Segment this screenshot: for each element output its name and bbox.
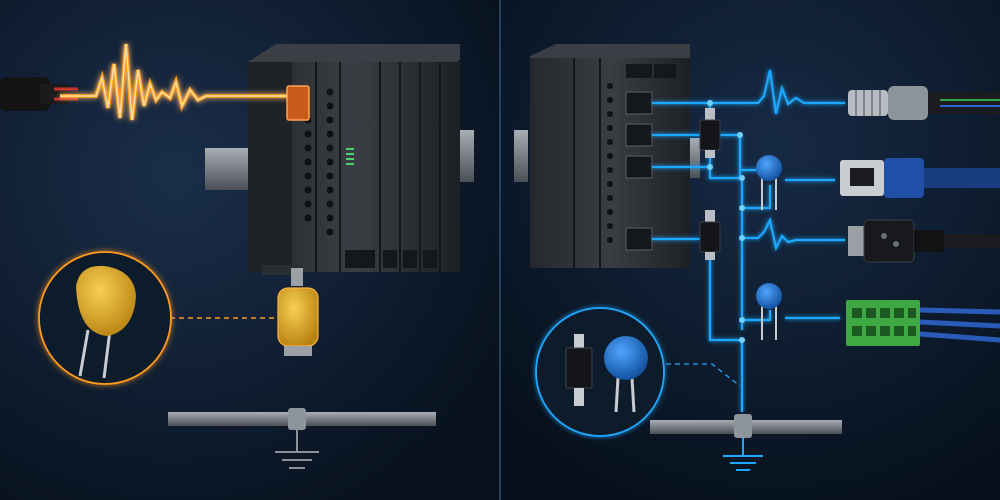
junction-dots — [707, 100, 745, 343]
m12-circular-connector — [848, 86, 1000, 120]
green-terminal-block — [846, 300, 1000, 346]
ground-bar — [650, 414, 842, 438]
ground-symbol-icon — [275, 430, 319, 469]
gas-discharge-tube — [699, 210, 721, 260]
ground-bar — [168, 408, 436, 430]
plc-module-power — [248, 44, 460, 275]
rj45-ethernet-plug — [840, 158, 1000, 198]
blue-varistor — [756, 283, 782, 340]
black-gdt-component — [535, 307, 665, 437]
ground-symbol-icon — [723, 438, 763, 471]
gas-discharge-tube — [699, 108, 721, 158]
power-cable — [0, 77, 78, 111]
surge-waveform-icon — [60, 43, 290, 121]
polymer-ptc-fuse — [277, 268, 319, 356]
power-terminal — [286, 85, 310, 121]
signal-surge-paths — [652, 69, 845, 412]
plc-module-communication — [530, 44, 690, 268]
blue-mov-component — [604, 336, 648, 413]
blue-varistor — [756, 155, 782, 210]
yellow-disc-component — [38, 251, 172, 385]
leader-line-right — [666, 363, 741, 387]
d-sub-connector — [848, 219, 1000, 263]
